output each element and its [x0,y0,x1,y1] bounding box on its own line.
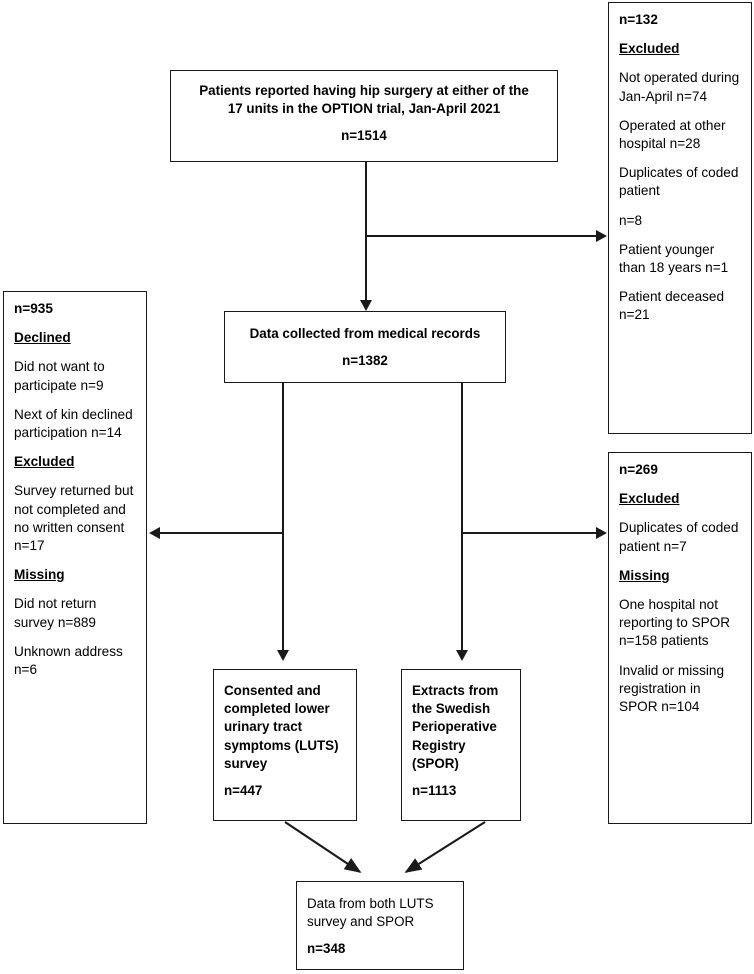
edge-records-to-spor-arrowhead [455,650,468,661]
node-total-reported-count: n=1514 [341,128,387,144]
left-excluded-heading: Excluded [14,454,75,470]
node-spor-extract: Extracts from the Swedish Perioperative … [401,669,521,821]
edge-top-to-excluded1-line [365,235,597,237]
excluded-first-item: Patient younger than 18 years n=1 [619,241,729,276]
declined-count: n=935 [14,301,53,316]
declined-item: Did not want to participate n=9 [14,359,105,393]
edge-records-to-declined-arrowhead [149,526,160,539]
node-declined-excluded-missing: n=935 Declined Did not want to participa… [3,291,147,824]
node-both-sources-label: Data from both LUTS survey and SPOR [307,896,434,930]
excluded-second-item: Duplicates of coded patient n=7 [619,520,739,554]
node-excluded-second: n=269 Excluded Duplicates of coded patie… [608,452,752,824]
node-luts-survey: Consented and completed lower urinary tr… [213,669,357,821]
excluded-first-item: Duplicates of coded patient [619,165,739,199]
excluded-first-item: Not operated during Jan-April n=74 [619,70,740,104]
left-missing-item: Unknown address n=6 [14,643,123,678]
excluded-first-heading: Excluded [619,41,680,57]
left-missing-heading: Missing [14,567,65,583]
node-spor-extract-label: Extracts from the Swedish Perioperative … [412,683,499,771]
excluded-first-item: Operated at other hospital n=28 [619,117,726,152]
node-medical-records: Data collected from medical records n=13… [224,311,506,383]
excluded-second-heading-missing: Missing [619,567,670,583]
edge-records-to-excluded2-arrowhead [596,526,607,539]
node-both-sources-count: n=348 [307,941,346,957]
node-excluded-first: n=132 Excluded Not operated during Jan-A… [608,2,752,434]
node-luts-survey-label: Consented and completed lower urinary tr… [224,683,339,771]
node-total-reported-label: Patients reported having hip surgery at … [199,83,529,117]
node-luts-survey-count: n=447 [224,783,263,799]
left-excluded-item: Survey returned but not completed and no… [14,483,134,554]
left-missing-item: Did not return survey n=889 [14,596,97,630]
edge-top-to-records-arrowhead [359,300,372,311]
edge-records-to-declined-line [160,532,282,534]
edge-luts-spor-to-both [284,821,486,873]
edge-records-to-spor-line [461,383,463,658]
edge-records-to-luts-line [282,383,284,658]
excluded-second-count: n=269 [619,462,658,477]
excluded-first-item: n=8 [619,212,643,228]
node-medical-records-label: Data collected from medical records [249,326,481,341]
excluded-second-heading-excluded: Excluded [619,491,680,507]
excluded-first-item: Patient deceased n=21 [619,289,725,323]
node-both-sources: Data from both LUTS survey and SPOR n=34… [296,881,464,970]
edge-top-to-excluded1-arrowhead [596,229,607,242]
node-medical-records-count: n=1382 [342,353,388,369]
node-total-reported: Patients reported having hip surgery at … [170,70,558,162]
edge-records-to-excluded2-line [461,532,597,534]
declined-item: Next of kin declined participation n=14 [14,406,133,441]
excluded-second-missing-item: Invalid or missing registration in SPOR … [619,662,725,715]
excluded-first-count: n=132 [619,12,658,27]
edge-records-to-luts-arrowhead [276,650,289,661]
excluded-second-missing-item: One hospital not reporting to SPOR n=158… [619,597,731,649]
node-spor-extract-count: n=1113 [412,783,457,799]
declined-heading: Declined [14,330,71,346]
